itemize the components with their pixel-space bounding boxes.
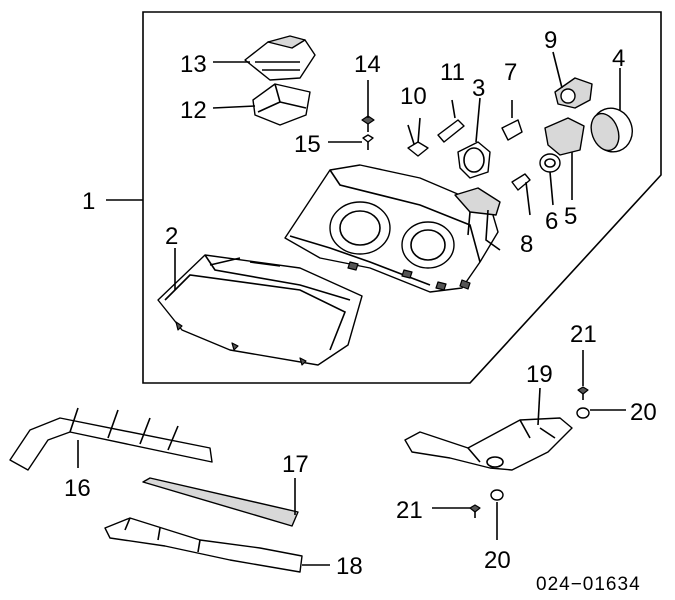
- headlight-housing-part: [284, 164, 501, 293]
- leader-12: [212, 105, 256, 109]
- screw-part-15: [362, 134, 374, 150]
- nut-part-20-upper: [576, 407, 590, 419]
- callout-19: 19: [526, 361, 553, 388]
- callout-14: 14: [354, 51, 381, 78]
- ring-part: [539, 153, 561, 173]
- trim-strip-part: [9, 407, 213, 471]
- lower-trim-part: [104, 517, 303, 573]
- callout-7: 7: [504, 59, 517, 86]
- seal-part: [142, 477, 299, 527]
- bulb-socket-part: [457, 141, 491, 179]
- screw-part-21-lower: [469, 504, 481, 518]
- callout-1: 1: [82, 188, 95, 215]
- connector-part: [554, 77, 593, 109]
- callout-12: 12: [180, 97, 207, 124]
- callout-9: 9: [544, 27, 557, 54]
- assembly-frame: [142, 11, 662, 384]
- cap-part: [590, 107, 633, 153]
- screw-part-21-upper: [577, 386, 589, 400]
- leader-3: [475, 97, 481, 143]
- bulb-part-11: [437, 99, 465, 143]
- leader-9: [552, 51, 563, 89]
- diagram-code: 024−01634: [536, 574, 641, 595]
- bulb-part-7: [501, 100, 523, 141]
- callout-3: 3: [472, 75, 485, 102]
- callout-18: 18: [336, 553, 363, 580]
- callout-21-upper: 21: [570, 321, 597, 348]
- callout-4: 4: [612, 45, 625, 72]
- callout-13: 13: [180, 51, 207, 78]
- callout-5: 5: [564, 203, 577, 230]
- leader-19: [537, 387, 541, 426]
- callout-11: 11: [440, 59, 465, 86]
- callout-10: 10: [400, 83, 427, 110]
- leader-6: [549, 171, 554, 206]
- bracket-part-5: [544, 117, 585, 156]
- bulb-part-8: [511, 173, 531, 216]
- headlight-lens-part: [157, 254, 363, 366]
- callout-20-upper: 20: [630, 399, 657, 426]
- control-unit-part: [252, 83, 311, 126]
- ballast-unit-top-part: [244, 35, 316, 81]
- callout-20-lower: 20: [484, 547, 511, 574]
- nut-part-20-lower: [490, 489, 504, 501]
- callout-16: 16: [64, 475, 91, 502]
- bulb-part-10: [407, 117, 429, 157]
- callout-2: 2: [165, 223, 178, 250]
- callout-21-lower: 21: [396, 497, 423, 524]
- mounting-bracket-part: [404, 417, 573, 471]
- callout-15: 15: [294, 131, 321, 158]
- callout-8: 8: [520, 231, 533, 258]
- screw-part-14: [361, 115, 375, 132]
- callout-17: 17: [282, 451, 309, 478]
- callout-6: 6: [545, 208, 558, 235]
